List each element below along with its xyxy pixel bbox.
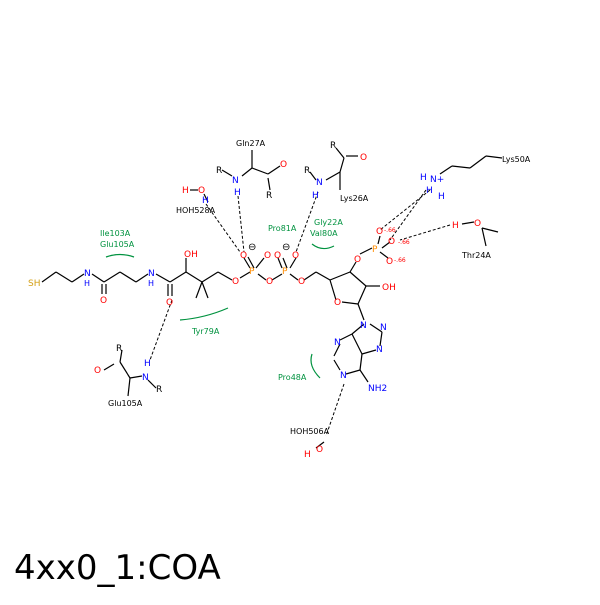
r-group: R [116, 344, 122, 354]
oxygen-atom: O [166, 298, 173, 308]
tyr79a-label: Tyr79A [191, 327, 220, 336]
hydrogen-atom: H [202, 196, 209, 206]
hydrogen-atom: H [144, 359, 151, 369]
oxygen-atom: O [376, 227, 383, 237]
lys50a-label: Lys50A [502, 155, 531, 164]
oxygen-atom: O [292, 251, 299, 261]
nitrogen-atom: N [316, 178, 323, 188]
oxygen-atom: O [240, 251, 247, 261]
hoh528a-label: HOH528A [176, 206, 216, 215]
phosphorus-atom: P [372, 245, 378, 255]
oxygen-atom: O [316, 445, 323, 455]
hydrogen-atom: H [426, 186, 433, 196]
hydrogen-atom: H [234, 188, 241, 198]
hydrogen-atom: H [84, 279, 90, 288]
nitrogen-atom: N [340, 371, 347, 381]
pro81a-label: Pro81A [268, 224, 297, 233]
hoh506a-label: HOH506A [290, 427, 330, 436]
oxygen-atom: O [274, 251, 281, 261]
r-group: R [330, 141, 336, 151]
glu105a-contact-label: Glu105A [100, 240, 135, 249]
atom-labels: SH N H O N H O OH O O O P O P O O O ⊖ ⊖ … [28, 141, 481, 460]
oxygen-atom: O [264, 251, 271, 261]
amino-group: NH2 [368, 384, 387, 394]
r-group: R [156, 385, 162, 395]
hydrogen-atom: H [420, 173, 427, 183]
ligand-bonds [41, 147, 503, 449]
hydrogen-atom: H [312, 191, 319, 201]
nitrogen-atom: N [84, 269, 91, 279]
negative-charge: ⊖ [248, 242, 256, 253]
lys26a-label: Lys26A [340, 194, 369, 203]
pro48a-label: Pro48A [278, 373, 307, 382]
hydrogen-atom: H [148, 279, 154, 288]
hydrogen-bonds [149, 189, 451, 437]
gly22a-label: Gly22A [314, 218, 343, 227]
gln27a-label: Gln27A [236, 139, 266, 148]
sulfur-atom: SH [28, 279, 40, 289]
val80a-label: Val80A [310, 229, 338, 238]
oxygen-atom: O [280, 160, 287, 170]
oxygen-atom: O [354, 255, 361, 265]
residue-labels: Gln27A HOH528A Lys26A Lys50A Thr24A Glu1… [100, 139, 531, 436]
partial-charge: -.66 [398, 239, 410, 246]
hydroxyl-group: OH [382, 283, 396, 293]
ring-oxygen: O [334, 298, 341, 308]
oxygen-atom: O [266, 277, 273, 287]
hydrogen-atom: H [304, 450, 311, 460]
oxygen-atom: O [360, 153, 367, 163]
hydrogen-atom: H [182, 186, 189, 196]
r-group: R [216, 166, 222, 176]
nitrogen-atom: N [360, 321, 367, 331]
ile103a-label: Ile103A [100, 229, 131, 238]
oxygen-atom: O [198, 186, 205, 196]
hydrogen-atom: H [438, 192, 445, 202]
oxygen-atom: O [388, 237, 395, 247]
phosphorus-atom: P [282, 267, 288, 277]
page-title: 4xx0_1:COA [14, 548, 221, 588]
partial-charge: -.66 [394, 257, 406, 264]
phosphorus-atom: P [249, 267, 255, 277]
hydroxyl-group: OH [184, 250, 198, 260]
nitrogen-atom: N [334, 338, 341, 348]
nitrogen-atom: N [380, 323, 387, 333]
r-group: R [266, 191, 272, 201]
negative-charge: ⊖ [282, 242, 290, 253]
thr24a-label: Thr24A [461, 251, 491, 260]
nitrogen-atom: N [232, 176, 239, 186]
oxygen-atom: O [100, 296, 107, 306]
hydrogen-atom: H [452, 221, 459, 231]
nitrogen-atom: N [376, 345, 383, 355]
nitrogen-atom: N [142, 373, 149, 383]
hydrophobic-contacts [105, 243, 335, 379]
oxygen-atom: O [94, 366, 101, 376]
oxygen-atom: O [474, 219, 481, 229]
nitrogen-cation: N+ [430, 175, 444, 185]
glu105a-label: Glu105A [108, 399, 143, 408]
oxygen-atom: O [232, 277, 239, 287]
oxygen-atom: O [298, 277, 305, 287]
nitrogen-atom: N [148, 269, 155, 279]
oxygen-atom: O [386, 257, 393, 267]
r-group: R [304, 166, 310, 176]
partial-charge: -.66 [384, 227, 396, 234]
